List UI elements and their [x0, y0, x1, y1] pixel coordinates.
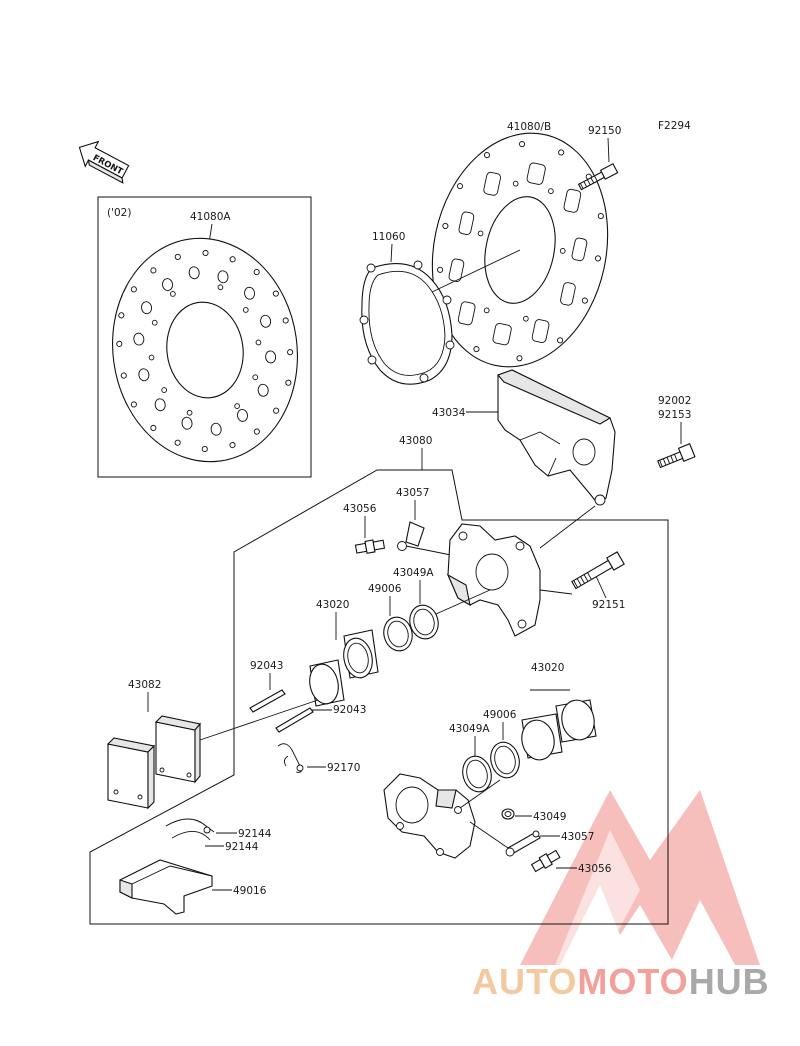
label-92043-b: 92043	[333, 704, 366, 716]
watermark-auto: AUTO	[472, 961, 577, 1002]
svg-text:AUTOMOTOHUB: AUTOMOTOHUB	[472, 961, 770, 1002]
cap-ring-43049	[501, 808, 515, 820]
piston-43020-top-b	[309, 659, 345, 707]
label-49016: 49016	[233, 885, 267, 897]
label-92170: 92170	[327, 762, 360, 774]
label-11060: 11060	[372, 231, 405, 243]
label-92153: 92153	[658, 409, 691, 421]
disc-bolt-92150	[577, 163, 619, 191]
label-43057-top: 43057	[396, 487, 429, 499]
caliper-body-upper	[446, 523, 541, 637]
label-43057-bottom: 43057	[561, 831, 594, 843]
pad-pin-92043-a	[249, 689, 286, 713]
piston-43020-bottom-a	[555, 699, 597, 743]
cap-43057-bottom	[505, 830, 541, 857]
cap-43057-top	[397, 521, 425, 551]
dust-seal-49006-top	[383, 616, 413, 652]
label-43049a-bottom: 43049A	[449, 723, 490, 735]
piston-43020-bottom-b	[521, 713, 563, 761]
label-43082: 43082	[128, 679, 161, 691]
clip-92170	[277, 743, 304, 773]
caliper-body-lower	[383, 773, 476, 859]
brake-pad-43082-front	[106, 737, 156, 810]
dust-seal-49006-bottom	[490, 741, 520, 779]
label-92002: 92002	[658, 395, 691, 407]
label-49006-bottom: 49006	[483, 709, 517, 721]
pad-spring-92144	[165, 818, 215, 841]
variant-frame	[97, 196, 312, 478]
label-92043-a: 92043	[250, 660, 283, 672]
label-92150: 92150	[588, 125, 621, 137]
front-arrow-icon	[78, 140, 130, 179]
bleeder-valve-43056-bottom	[530, 849, 561, 873]
brake-disc-41080a	[112, 237, 298, 463]
label-92144-a: 92144	[238, 828, 272, 840]
label-41080b: 41080/B	[507, 121, 551, 133]
label-43049a-top: 43049A	[393, 567, 434, 579]
label-43056-top: 43056	[343, 503, 377, 515]
caliper-assembly-frame	[89, 469, 669, 925]
label-92151: 92151	[592, 599, 625, 611]
front-direction-arrow: FRONT	[78, 140, 130, 184]
piston-seal-43049a-top	[409, 604, 439, 640]
watermark-logo: AUTOMOTOHUB	[472, 790, 770, 1002]
label-49006-top: 49006	[368, 583, 402, 595]
piston-43020-top-a	[343, 629, 379, 679]
caliper-bracket-43034	[497, 369, 616, 506]
caliper-bolt-92151	[571, 551, 625, 590]
watermark-moto: MOTO	[577, 961, 688, 1002]
figure-code: F2294	[658, 120, 691, 132]
label-41080a: 41080A	[190, 211, 231, 223]
pad-pin-92043-b	[275, 707, 314, 733]
bleeder-valve-43056-top	[354, 539, 386, 554]
label-92144-b: 92144	[225, 841, 259, 853]
variant-note: ('02)	[107, 207, 131, 219]
label-43056-bottom: 43056	[578, 863, 612, 875]
pad-spring-49016	[119, 859, 213, 915]
watermark-hub: HUB	[689, 961, 770, 1002]
label-43049: 43049	[533, 811, 566, 823]
piston-seal-43049a-bottom	[462, 755, 492, 793]
gasket-11060	[359, 260, 455, 385]
label-43034: 43034	[432, 407, 466, 419]
brake-pad-43082-rear	[154, 715, 202, 784]
label-43020-bottom: 43020	[531, 662, 564, 674]
label-43020-top: 43020	[316, 599, 349, 611]
label-43080: 43080	[399, 435, 432, 447]
bolt-92002	[657, 443, 696, 469]
